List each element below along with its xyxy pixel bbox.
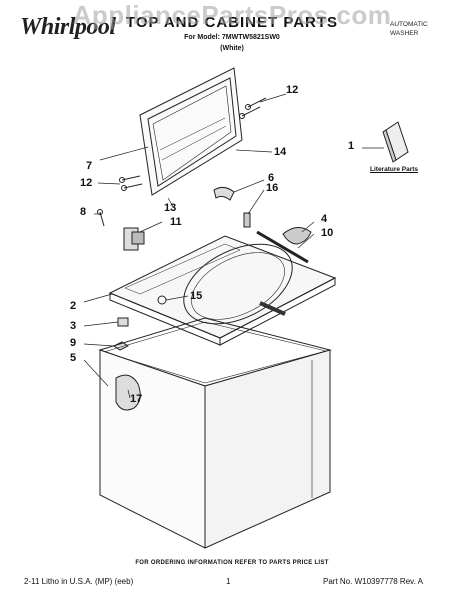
color-line: (White)	[220, 45, 244, 52]
callout-3: 3	[70, 320, 77, 332]
screw-icon	[97, 209, 105, 227]
callout-10: 10	[321, 227, 334, 239]
callout-11: 11	[170, 216, 182, 228]
callout-15: 15	[190, 290, 203, 302]
bumper-icon	[243, 212, 251, 228]
callout-2: 2	[70, 300, 77, 312]
hinge-screw-icon	[119, 175, 143, 191]
hinge-rod-icon	[256, 230, 309, 264]
lid-switch-icon	[123, 227, 145, 251]
page-title: TOP AND CABINET PARTS	[125, 14, 339, 31]
page-number: 1	[226, 577, 231, 586]
litho-info: 2-11 Litho in U.S.A. (MP) (eeb)	[24, 577, 134, 586]
callout-8: 8	[80, 206, 87, 218]
literature-booklet-icon	[382, 121, 409, 163]
literature-parts-label: Literature Parts	[370, 166, 419, 173]
callout-5: 5	[70, 352, 77, 364]
callout-12-right: 12	[286, 84, 299, 96]
callout-13: 13	[164, 202, 177, 214]
lid	[139, 67, 243, 196]
hinge-screw-icon	[239, 97, 267, 119]
callout-16: 16	[266, 182, 279, 194]
brand-logo: Whirlpool	[20, 14, 116, 40]
model-line: For Model: 7MWTW5821SW0	[184, 34, 280, 41]
callout-4: 4	[321, 213, 328, 225]
access-panel-icon	[115, 374, 141, 411]
callout-6: 6	[268, 172, 275, 184]
callout-7: 7	[86, 160, 93, 172]
clip-icon	[213, 186, 235, 201]
ordering-note: FOR ORDERING INFORMATION REFER TO PARTS …	[135, 560, 329, 566]
handle-icon	[282, 227, 312, 245]
cabinet-top	[108, 235, 337, 346]
callout-17: 17	[130, 393, 143, 405]
callout-12-left: 12	[80, 177, 93, 189]
leader-lines	[83, 93, 384, 399]
callout-14: 14	[274, 146, 287, 158]
callout-1: 1	[348, 140, 355, 152]
part-number: Part No. W10397778 Rev. A	[323, 577, 423, 586]
callout-9: 9	[70, 337, 77, 349]
foot-pad-icon	[117, 317, 129, 327]
cabinet	[98, 317, 332, 549]
product-type: AUTOMATIC WASHER	[390, 21, 428, 37]
